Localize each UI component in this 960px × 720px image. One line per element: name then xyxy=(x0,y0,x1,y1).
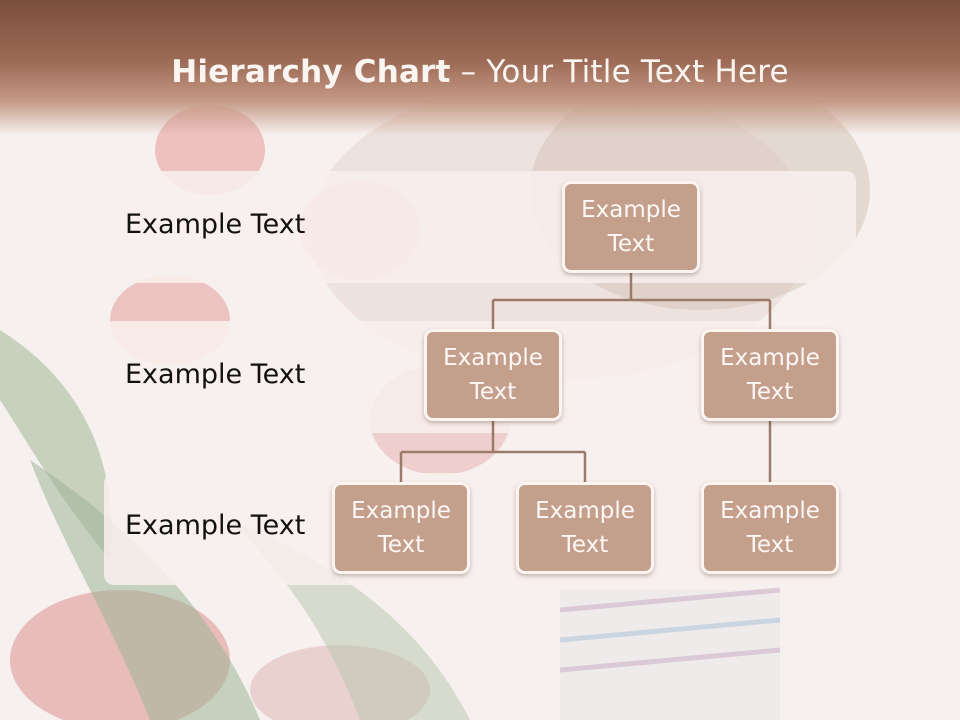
slide-title-rest: – Your Title Text Here xyxy=(450,54,789,90)
node-level3-b[interactable]: Example Text xyxy=(516,482,654,574)
row-label-2: Example Text xyxy=(125,359,306,390)
node-level3-c[interactable]: Example Text xyxy=(701,482,839,574)
node-level2-left[interactable]: Example Text xyxy=(424,329,562,421)
row-band-1 xyxy=(104,171,856,283)
row-label-1: Example Text xyxy=(125,209,306,240)
node-level2-right[interactable]: Example Text xyxy=(701,329,839,421)
row-label-3: Example Text xyxy=(125,510,306,541)
slide-title-bold: Hierarchy Chart xyxy=(171,54,451,90)
title-band xyxy=(0,0,960,135)
slide-title: Hierarchy Chart – Your Title Text Here xyxy=(0,54,960,90)
node-root[interactable]: Example Text xyxy=(562,181,700,273)
node-level3-a[interactable]: Example Text xyxy=(332,482,470,574)
